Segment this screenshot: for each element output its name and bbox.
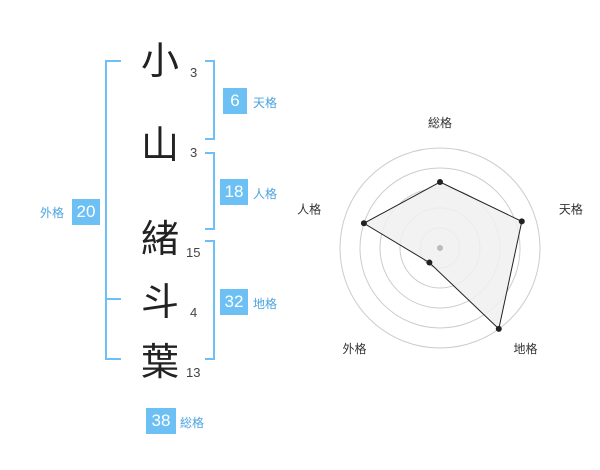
radar-axis-label-3: 地格 <box>513 341 537 356</box>
radar-ring-4 <box>359 167 521 329</box>
radar-point-1 <box>437 179 443 185</box>
jinkaku-label: 人格 <box>253 187 278 201</box>
stroke-count-3: 15 <box>186 245 201 260</box>
radar-axis-label-1: 総格 <box>428 115 452 130</box>
radar-polygon <box>362 181 523 330</box>
chikaku-label: 地格 <box>253 297 278 311</box>
name-char-4: 斗 <box>140 280 179 324</box>
name-char-5: 葉 <box>140 340 179 384</box>
name-char-2: 山 <box>140 123 179 167</box>
soukaku-label: 総格 <box>180 416 205 430</box>
radar-shape <box>360 179 525 332</box>
radar-point-3 <box>495 325 502 332</box>
radar-axis-label-5: 人格 <box>297 201 321 216</box>
soukaku-value-badge: 38 <box>146 408 176 434</box>
stroke-count-1: 3 <box>190 65 198 80</box>
radar-axis-label-4: 外格 <box>343 341 367 356</box>
jinkaku-value-badge: 18 <box>220 179 248 205</box>
radar-point-4 <box>426 259 433 266</box>
radar-ring-5 <box>339 147 541 349</box>
tenkaku-value-badge: 6 <box>223 88 247 114</box>
radar-point-5 <box>360 220 367 227</box>
chikaku-value-badge: 32 <box>220 289 248 315</box>
name-char-3: 緒 <box>140 217 179 261</box>
name-char-1: 小 <box>140 39 179 83</box>
stroke-count-4: 4 <box>190 305 198 320</box>
tenkaku-label: 天格 <box>253 96 278 110</box>
gaikaku-value-badge: 20 <box>72 199 100 225</box>
radar-center-dot <box>437 245 443 251</box>
radar-axis-label-2: 天格 <box>559 201 583 216</box>
stroke-count-2: 3 <box>190 145 198 160</box>
radar-point-2 <box>518 218 525 225</box>
stroke-count-5: 13 <box>186 365 201 380</box>
gaikaku-label: 外格 <box>40 206 65 220</box>
